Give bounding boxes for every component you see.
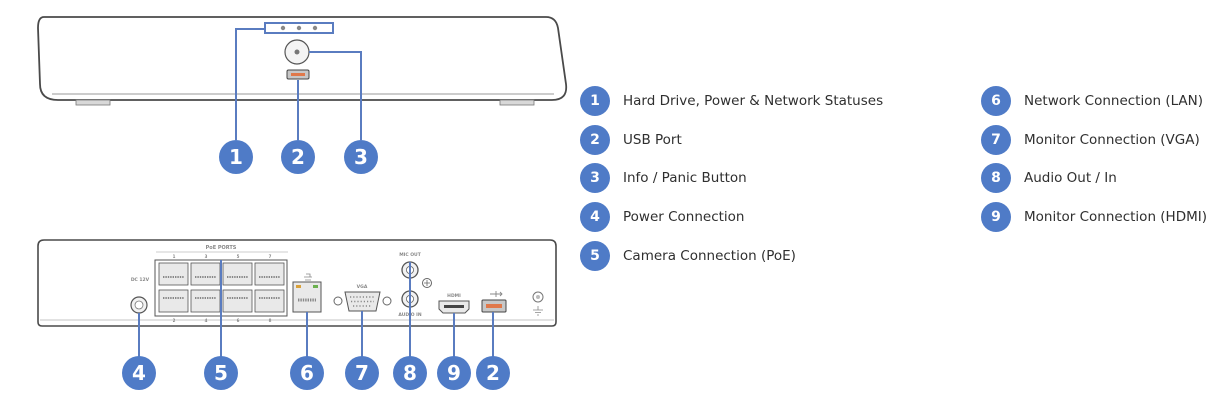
lan-port-led-left — [296, 285, 301, 288]
legend-label: Hard Drive, Power & Network Statuses — [623, 93, 884, 109]
svg-text:3: 3 — [354, 145, 368, 169]
svg-text:8: 8 — [269, 318, 272, 323]
vga-screw-right — [382, 296, 392, 306]
legend-badge: 5 — [580, 241, 610, 271]
svg-text:9: 9 — [447, 361, 461, 385]
callout-2-front: 2 — [281, 140, 315, 174]
front-foot-right — [499, 99, 535, 106]
ground-symbol-icon — [533, 306, 543, 316]
callout-9: 9 — [437, 356, 471, 390]
svg-text:6: 6 — [300, 361, 314, 385]
svg-text:1: 1 — [173, 254, 176, 259]
svg-text:2: 2 — [173, 318, 176, 323]
callout-6: 6 — [290, 356, 324, 390]
svg-text:DC 12V: DC 12V — [131, 277, 150, 283]
legend-item-9: 9 Monitor Connection (HDMI) — [981, 202, 1207, 232]
poe-port-contacts — [163, 276, 280, 299]
svg-text:2: 2 — [486, 361, 500, 385]
legend-badge: 4 — [580, 202, 610, 232]
callout-4: 4 — [122, 356, 156, 390]
legend-item-4: 4 Power Connection — [580, 202, 745, 232]
legend-item-7: 7 Monitor Connection (VGA) — [981, 125, 1200, 155]
legend-label: USB Port — [623, 132, 682, 148]
svg-text:PoE PORTS: PoE PORTS — [206, 245, 237, 251]
hdmi-port-tongue — [444, 305, 464, 308]
legend-item-8: 8 Audio Out / In — [981, 163, 1117, 193]
leader-line-3 — [309, 51, 362, 140]
legend-item-1: 1 Hard Drive, Power & Network Statuses — [580, 86, 883, 116]
poe-ports — [158, 262, 285, 313]
led-hdd-icon — [280, 25, 286, 31]
vga-port-pins — [350, 296, 375, 307]
vga-port[interactable] — [344, 291, 381, 312]
ground-screw-cross — [424, 280, 430, 286]
legend-badge: 1 — [580, 86, 610, 116]
callout-2-back: 2 — [476, 356, 510, 390]
back-view: DC 12V PoE PORTS 1 3 5 7 2 4 6 8 — [37, 239, 557, 390]
poe-port[interactable] — [254, 289, 285, 313]
legend-label: Audio Out / In — [1024, 170, 1117, 186]
legend-item-5: 5 Camera Connection (PoE) — [580, 241, 796, 271]
legend-item-3: 3 Info / Panic Button — [580, 163, 747, 193]
front-foot-left — [75, 99, 111, 106]
svg-text:2: 2 — [291, 145, 305, 169]
vga-screw-left — [333, 296, 343, 306]
callout-1: 1 — [219, 140, 253, 174]
svg-text:5: 5 — [237, 254, 240, 259]
poe-port[interactable] — [158, 289, 189, 313]
legend-badge: 6 — [981, 86, 1011, 116]
led-power-icon — [296, 25, 302, 31]
callout-7: 7 — [345, 356, 379, 390]
legend-badge: 7 — [981, 125, 1011, 155]
lan-network-icon — [304, 273, 312, 281]
poe-port[interactable] — [222, 262, 253, 286]
svg-text:6: 6 — [237, 318, 240, 323]
svg-text:8: 8 — [403, 361, 417, 385]
svg-text:5: 5 — [214, 361, 228, 385]
svg-text:HDMI: HDMI — [447, 293, 461, 299]
callout-8: 8 — [393, 356, 427, 390]
poe-port[interactable] — [190, 289, 221, 313]
leader-line-1 — [235, 28, 265, 140]
legend-label: Network Connection (LAN) — [1024, 93, 1204, 109]
callout-5: 5 — [204, 356, 238, 390]
svg-text:MIC OUT: MIC OUT — [399, 252, 422, 258]
ground-terminal-inner — [536, 295, 540, 299]
legend-label: Monitor Connection (VGA) — [1024, 132, 1200, 148]
poe-port[interactable] — [158, 262, 189, 286]
legend-badge: 9 — [981, 202, 1011, 232]
svg-text:7: 7 — [269, 254, 272, 259]
legend-item-6: 6 Network Connection (LAN) — [981, 86, 1203, 116]
svg-text:7: 7 — [355, 361, 369, 385]
legend-badge: 3 — [580, 163, 610, 193]
legend-label: Camera Connection (PoE) — [623, 248, 796, 264]
legend-badge: 2 — [580, 125, 610, 155]
poe-port[interactable] — [222, 289, 253, 313]
panic-button-center-icon — [294, 49, 300, 55]
svg-text:4: 4 — [132, 361, 146, 385]
front-usb-port-tongue — [291, 73, 305, 76]
front-view: 1 2 3 — [37, 16, 568, 174]
legend-label: Monitor Connection (HDMI) — [1024, 209, 1207, 225]
legend-item-2: 2 USB Port — [580, 125, 682, 155]
back-usb-port-tongue — [486, 304, 502, 308]
poe-port[interactable] — [254, 262, 285, 286]
callout-3: 3 — [344, 140, 378, 174]
legend-badge: 8 — [981, 163, 1011, 193]
svg-text:VGA: VGA — [357, 284, 368, 290]
lan-port-led-right — [313, 285, 318, 288]
legend-label: Power Connection — [623, 209, 745, 225]
dc-power-jack-inner — [134, 300, 144, 310]
svg-text:1: 1 — [229, 145, 243, 169]
poe-port[interactable] — [190, 262, 221, 286]
svg-text:4: 4 — [205, 318, 208, 323]
usb-symbol-icon — [490, 291, 503, 297]
legend-label: Info / Panic Button — [623, 170, 747, 186]
led-network-icon — [312, 25, 318, 31]
svg-text:3: 3 — [205, 254, 208, 259]
